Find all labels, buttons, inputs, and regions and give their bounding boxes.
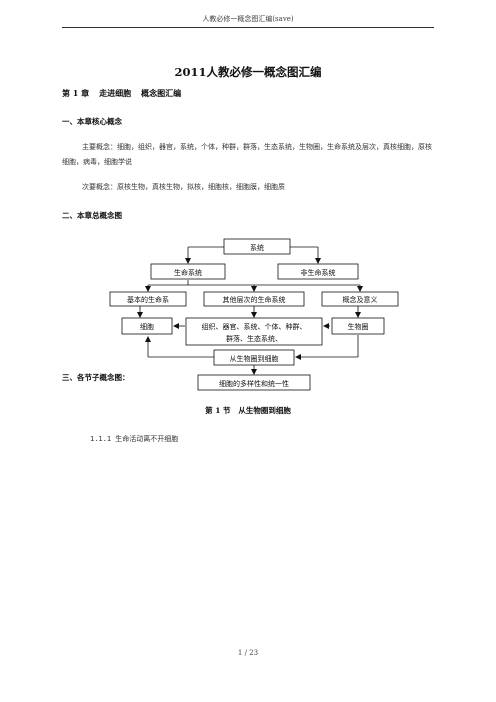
section-3-heading: 三、各节子概念图： [62, 373, 130, 382]
node-system-label: 系统 [250, 243, 264, 252]
node-life-system-label: 生命系统 [174, 268, 202, 277]
sub-concepts-label: 次要概念： [82, 183, 117, 191]
item-text: 生命活动离不开细胞 [115, 435, 179, 443]
subsection-heading: 第 1 节 从生物圈到细胞 [0, 405, 496, 416]
node-other-levels: 其他层次的生命系统 [203, 291, 305, 307]
header-rule [62, 27, 434, 28]
sub-concepts-text: 原核生物，真核生物，拟核，细胞核，细胞膜，细胞质 [117, 183, 285, 191]
item-1-1-1: 1.1.1 生命活动离不开细胞 [90, 434, 178, 444]
chapter-heading: 第 1 章走进细胞概念图汇编 [62, 88, 191, 99]
chapter-suffix: 概念图汇编 [141, 88, 182, 98]
item-number: 1.1.1 [90, 435, 112, 443]
main-concepts-paragraph: 主要概念：细胞，组织，器官，系统，个体，种群，群落，生态系统，生物圈，生命系统及… [62, 140, 434, 170]
document-title: 2011人教必修一概念图汇编 [174, 65, 322, 79]
node-basic-life-system-label: 基本的生命系 [127, 295, 169, 304]
node-non-life-system: 非生命系统 [277, 263, 359, 280]
sub-concepts-paragraph: 次要概念：原核生物，真核生物，拟核，细胞核，细胞膜，细胞质 [62, 180, 434, 195]
node-diversity-unity-label: 细胞的多样性和统一性 [219, 379, 289, 388]
page-header: 人教必修一概念图汇编(save) [202, 15, 294, 23]
node-cell: 细胞 [121, 317, 173, 335]
node-biosphere-label: 生物圈 [348, 322, 369, 331]
node-biosphere-to-cell-label: 从生物圈到细胞 [230, 354, 279, 363]
subsection-number: 第 1 节 [205, 406, 231, 415]
node-biosphere: 生物圈 [331, 317, 385, 335]
section-1-heading: 一、本章核心概念 [62, 117, 122, 126]
node-diversity-unity: 细胞的多样性和统一性 [197, 374, 311, 391]
node-system: 系统 [223, 238, 291, 255]
main-concepts-label: 主要概念： [82, 143, 117, 151]
node-levels-list-line-2: 群落、生态系统、 [226, 334, 282, 343]
node-concept-meaning: 概念及意义 [321, 291, 399, 307]
page-number: 1 / 23 [237, 649, 259, 657]
chapter-number: 第 1 章 [62, 88, 90, 98]
concept-map-connectors [137, 246, 363, 375]
node-concept-meaning-label: 概念及意义 [343, 295, 378, 304]
node-cell-label: 细胞 [140, 322, 154, 331]
node-levels-list-line-1: 组织、器官、系统、个体、种群、 [202, 322, 307, 331]
main-concepts-text: 细胞，组织，器官，系统，个体，种群，群落，生态系统，生物圈，生命系统及层次，真核… [62, 143, 432, 166]
node-levels-list: 组织、器官、系统、个体、种群、 群落、生态系统、 [185, 317, 323, 346]
node-life-system: 生命系统 [150, 263, 226, 280]
section-2-heading: 二、本章总概念图 [62, 211, 122, 220]
node-other-levels-label: 其他层次的生命系统 [223, 295, 286, 304]
chapter-name: 走进细胞 [99, 88, 132, 98]
subsection-name: 从生物圈到细胞 [238, 406, 291, 415]
node-non-life-system-label: 非生命系统 [301, 268, 336, 277]
node-biosphere-to-cell: 从生物圈到细胞 [213, 349, 295, 366]
node-basic-life-system: 基本的生命系 [109, 291, 187, 307]
